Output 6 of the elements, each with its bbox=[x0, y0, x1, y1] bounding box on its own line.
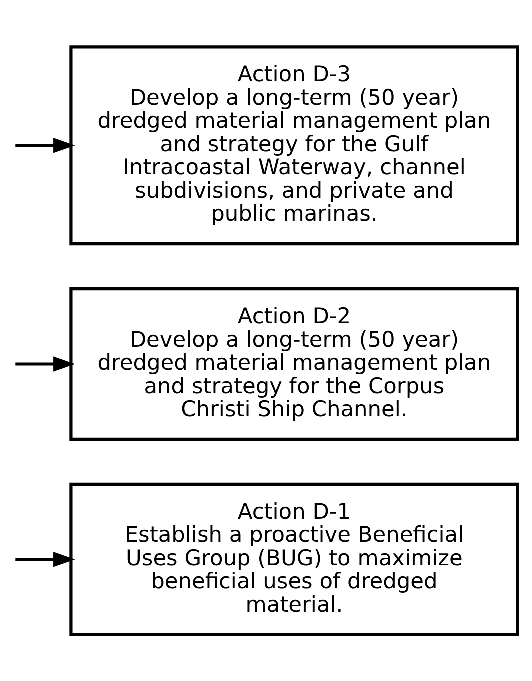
node-box: Action D-2 Develop a long-term (50 year) dredged material management plan and strategy for the Corpus Christi Ship Channel. bbox=[70, 287, 520, 440]
arrow bbox=[16, 356, 76, 372]
arrow bbox=[16, 552, 76, 567]
node-box: Action D-3 Develop a long-term (50 year) dredged material management plan and strategy for the Gulf Intracoastal Waterway, channel subdivisions, and private and public marinas. bbox=[70, 45, 520, 246]
node-box: Action D-1 Establish a proactive Beneficial Uses Group (BUG) to maximize beneficial uses of dredged material. bbox=[70, 482, 520, 636]
arrow bbox=[16, 138, 76, 153]
